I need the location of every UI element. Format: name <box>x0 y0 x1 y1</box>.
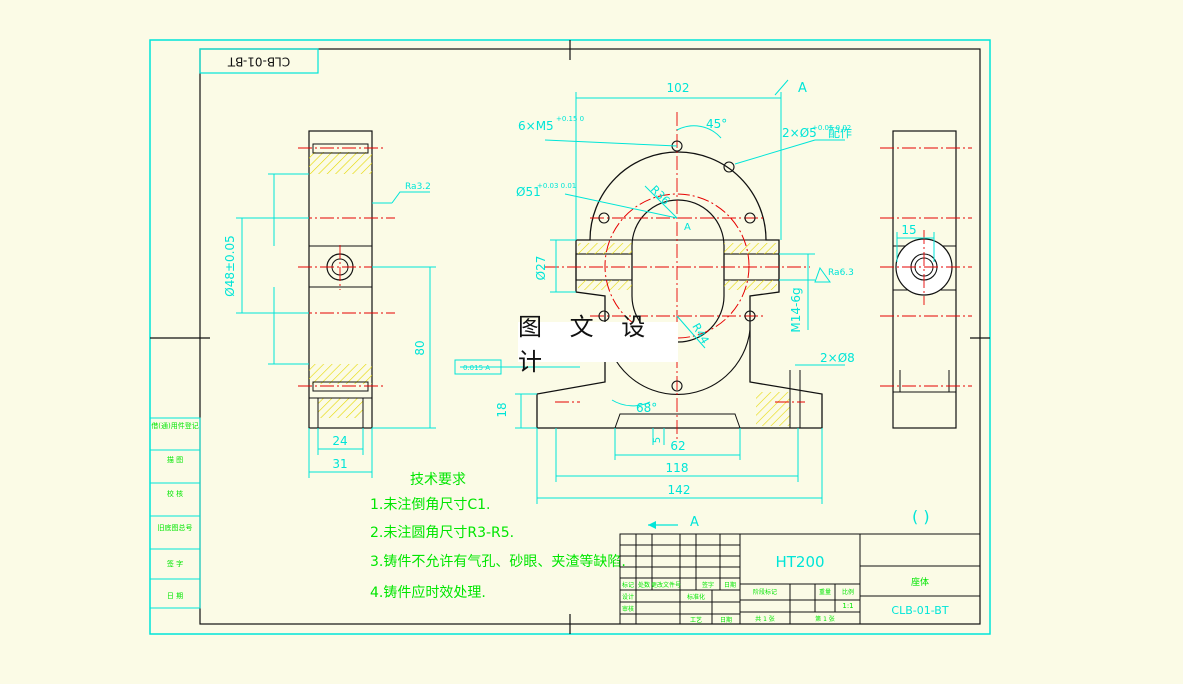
ra-left: Ra3.2 <box>405 182 431 192</box>
watermark: 图 文 设 计 <box>518 313 678 376</box>
side-cell-4: 旧底图总号 <box>158 523 193 532</box>
tech-req-item-3: 3.铸件不允许有气孔、砂眼、夹渣等缺陷. <box>370 553 626 570</box>
dim-r36: R36 <box>648 183 672 207</box>
dim-80: 80 <box>413 340 427 355</box>
dim-d27: Ø27 <box>534 256 548 281</box>
side-cell-2: 描 图 <box>167 455 183 464</box>
tb-cell-6: 设计 <box>622 593 634 601</box>
dim-holes6-tol: +0.15 0 <box>556 115 584 123</box>
dim-d51: Ø51 <box>516 185 541 199</box>
section-label-bottom: A <box>690 515 699 530</box>
right-view: 15 <box>880 130 972 429</box>
tb-cell-5: 日期 <box>724 581 736 589</box>
dim-5: 5 <box>652 437 663 443</box>
material: HT200 <box>775 553 824 571</box>
tb-cell-11: 阶段标记 <box>753 588 777 596</box>
rotated-code-box: CLB-01-BT <box>199 48 319 74</box>
dim-d48: Ø48±0.05 <box>223 235 237 297</box>
tb-cell-1: 标记 <box>622 581 634 589</box>
dim-62: 62 <box>670 439 685 453</box>
tech-req-item-1: 1.未注倒角尺寸C1. <box>370 497 491 513</box>
tb-cell-8: 审核 <box>622 605 634 613</box>
side-cell-3: 校 核 <box>167 489 183 498</box>
section-label-top: A <box>798 81 807 96</box>
dim-118: 118 <box>666 461 689 475</box>
dim-102: 102 <box>667 81 690 95</box>
dim-pin2: 2×Ø5 <box>782 126 817 140</box>
tb-cell-7: 标准化 <box>687 593 705 601</box>
dim-15: 15 <box>901 223 916 237</box>
left-view: Ø48±0.05 80 24 31 Ra3.2 <box>223 130 436 478</box>
inner-frame <box>199 48 981 625</box>
title-block <box>619 533 981 625</box>
scale-value: 1:1 <box>842 602 853 610</box>
tech-req-item-4: 4.铸件应时效处理. <box>370 584 486 601</box>
dim-holes2-8: 2×Ø8 <box>820 351 855 365</box>
dim-24: 24 <box>332 434 347 448</box>
dim-pin2-tol: +0.05 0.02 <box>812 124 851 132</box>
dim-68deg: 68° <box>636 401 657 415</box>
tech-req-title: 技术要求 <box>410 472 466 488</box>
tb-cell-9: 工艺 <box>690 616 702 624</box>
tb-cell-13: 比例 <box>842 588 854 596</box>
dim-m14: M14-6g <box>789 287 803 332</box>
tech-requirements: 技术要求 1.未注倒角尺寸C1. 2.未注圆角尺寸R3-R5. 3.铸件不允许有… <box>370 472 626 601</box>
tb-cell-4: 签字 <box>702 581 714 589</box>
tb-cell-10: 日期 <box>720 616 732 624</box>
side-cell-1: 借(通)用件登记 <box>151 421 198 430</box>
dim-holes6: 6×M5 <box>518 119 554 133</box>
rotated-code: CLB-01-BT <box>227 55 290 69</box>
side-cell-6: 日 期 <box>167 592 183 600</box>
side-strip <box>149 417 201 609</box>
tolerance-frame: 0.015 A <box>463 364 490 372</box>
part-name: 座体 <box>911 576 929 588</box>
center-label-a: A <box>684 222 691 233</box>
ra-right: Ra6.3 <box>828 268 854 278</box>
tech-req-item-2: 2.未注圆角尺寸R3-R5. <box>370 525 514 541</box>
tb-cell-12: 重量 <box>819 588 831 596</box>
dim-142: 142 <box>668 483 691 497</box>
tb-cell-3: 更改文件号 <box>651 581 681 589</box>
tb-cell-14: 共 1 张 <box>755 615 775 623</box>
drawing-number: CLB-01-BT <box>891 604 948 617</box>
tb-cell-15: 第 1 张 <box>815 615 835 623</box>
paren-mark: ( ) <box>912 507 930 526</box>
front-view: 102 45° 6×M5 +0.15 0 2×Ø5 +0.05 0.02 配作 … <box>454 79 855 504</box>
side-cell-5: 签 字 <box>167 559 183 568</box>
dim-31: 31 <box>332 457 347 471</box>
dim-45deg: 45° <box>706 117 727 131</box>
section-arrow-bottom: A <box>648 515 699 530</box>
dim-pin2-suffix: 配作 <box>828 126 852 140</box>
dim-d51-tol: +0.03 0.01 <box>537 182 576 190</box>
tb-cell-2: 处数 <box>638 581 650 589</box>
dim-18: 18 <box>495 402 509 417</box>
